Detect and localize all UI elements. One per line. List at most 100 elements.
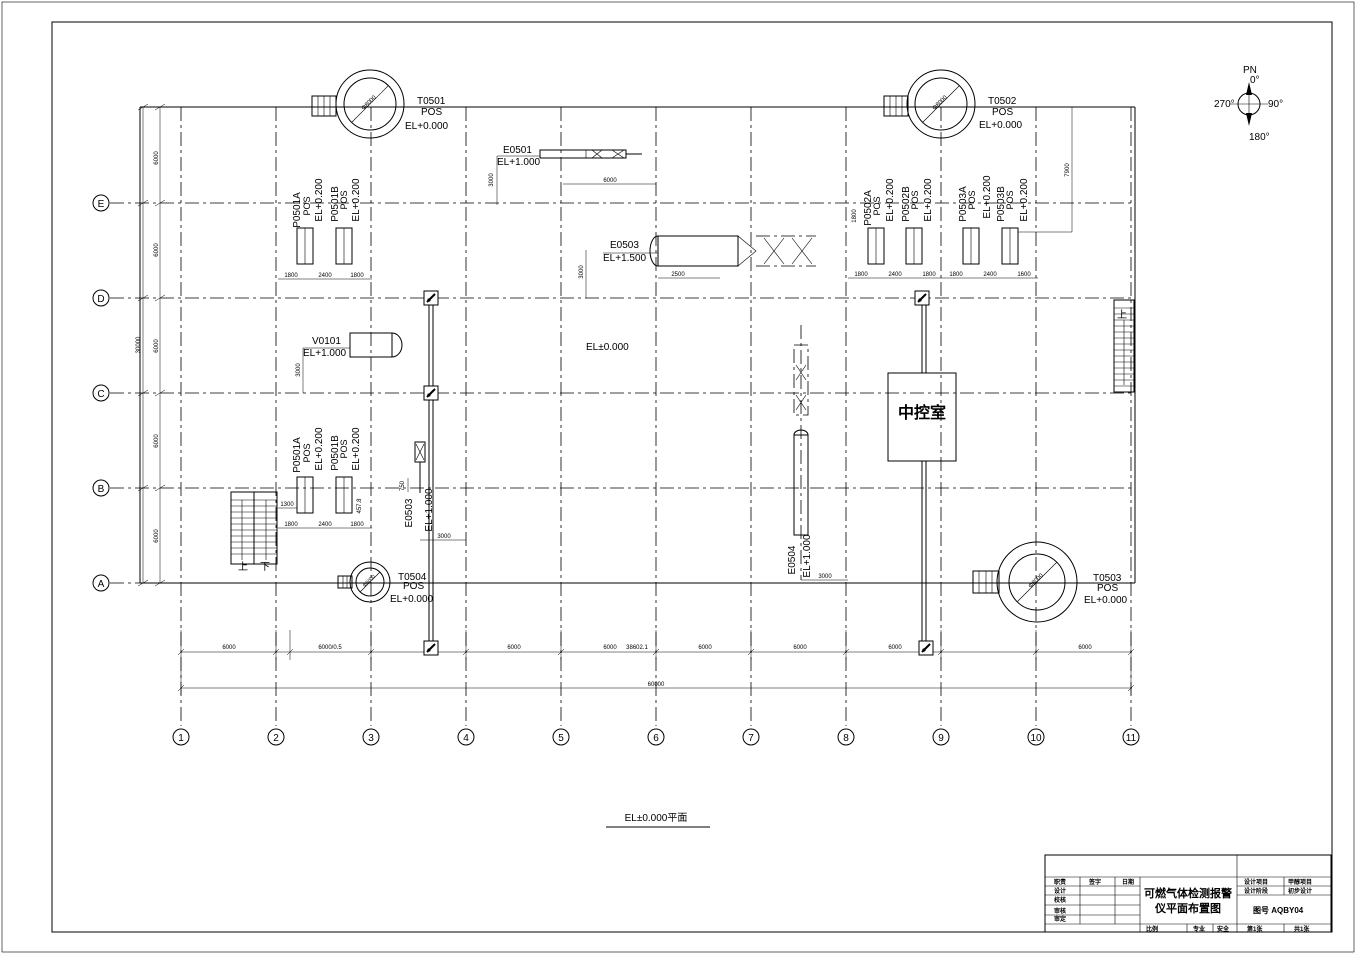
gas-detector-icon[interactable]	[914, 290, 930, 306]
p0502b-el: EL+0.200	[923, 178, 934, 222]
compass-north: 0°	[1250, 75, 1260, 86]
t0501-pos: POS	[421, 107, 442, 118]
svg-text:2400: 2400	[318, 273, 332, 279]
p0501b-bot-el: EL+0.200	[351, 427, 362, 471]
p0501b-top-tag: P0501B	[330, 186, 341, 222]
dim-bottom-span-9: 6000	[1078, 645, 1092, 651]
tank-t0501[interactable]: Φ8000 T0501 POS EL+0.000	[311, 69, 449, 139]
row-axis-label: D	[97, 294, 104, 305]
compass-east: 90°	[1268, 99, 1283, 110]
tank-t0502[interactable]: Φ8000 T0502 POS EL+0.000	[883, 69, 1023, 139]
tb-scale-label: 比例	[1146, 925, 1158, 933]
t0503-tag: T0503	[1093, 573, 1122, 584]
left-dimension-chain: 6000 6000 6000 6000 6000 30000	[136, 103, 166, 587]
tb-title-line2: 仪平面布置图	[1154, 901, 1221, 915]
column-axis-label: 6	[653, 733, 659, 744]
tb-date-header: 日期	[1122, 878, 1134, 886]
column-axis-11: 11	[1122, 728, 1140, 746]
svg-text:6000: 6000	[603, 178, 617, 184]
t0503-el: EL+0.000	[1084, 595, 1128, 606]
row-axis-B: B	[92, 479, 110, 497]
tb-total: 共1张	[1294, 925, 1310, 933]
dim-row-5: 6000	[154, 529, 160, 543]
svg-text:3000: 3000	[296, 363, 302, 377]
svg-text:3000: 3000	[489, 173, 495, 187]
t0503-pos: POS	[1097, 583, 1118, 594]
svg-text:Φ8000: Φ8000	[1028, 572, 1046, 590]
svg-text:Φ8000: Φ8000	[932, 94, 950, 112]
vessel-v0101[interactable]: V0101 EL+1.000 3000	[296, 332, 403, 393]
floor-elevation: EL±0.000	[586, 342, 629, 353]
column-axis-label: 3	[368, 733, 374, 744]
column-axis-9: 9	[932, 728, 950, 746]
p0501a-top-el: EL+0.200	[314, 178, 325, 222]
exchanger-e0501[interactable]: E0501 EL+1.000 3000 6000	[489, 145, 656, 205]
column-grid-lines	[180, 107, 1132, 726]
tank-t0504[interactable]: Φ5000 T0504 POS EL+0.000	[337, 561, 434, 605]
svg-text:1800: 1800	[949, 272, 963, 278]
column-axis-2: 2	[267, 728, 285, 746]
column-axis-label: 10	[1030, 733, 1042, 744]
control-room[interactable]: 中控室	[887, 300, 957, 648]
p0501a-top-tag: P0501A	[292, 192, 303, 228]
pumps-p0503[interactable]: P0503A POS EL+0.200 P0503B POS EL+0.200 …	[943, 107, 1073, 279]
plan-title-text: EL±0.000平面	[625, 813, 688, 824]
p0501b-top-pos: POS	[339, 190, 349, 209]
row-axis-labels: E D C B A	[92, 194, 110, 592]
drawing-frame	[51, 21, 1333, 933]
tb-design-item-label: 设计项目	[1244, 878, 1268, 886]
p0502a-pos: POS	[872, 196, 882, 215]
svg-text:2500: 2500	[671, 272, 685, 278]
tb-sign-header: 签字	[1088, 878, 1101, 886]
row-axis-E: E	[92, 194, 110, 212]
row-axis-label: E	[98, 199, 105, 210]
column-axis-label: 9	[938, 733, 944, 744]
exchanger-e0503-horizontal[interactable]: E0503 EL+1.500 3000 2500	[579, 235, 816, 298]
dim-row-2: 6000	[154, 243, 160, 257]
dim-overall-height: 30000	[136, 336, 142, 353]
tb-design-item-value: 甲醇项目	[1288, 878, 1312, 886]
plan-title: EL±0.000平面	[606, 813, 710, 828]
tb-title-line1: 可燃气体检测报警	[1144, 886, 1232, 900]
p0503a-pos: POS	[967, 190, 977, 209]
gas-detectors[interactable]	[423, 290, 934, 656]
pumps-p0501-bottom[interactable]: P0501A POS EL+0.200 P0501B POS EL+0.200 …	[278, 427, 372, 529]
column-axis-5: 5	[552, 728, 570, 746]
dim-row-4: 6000	[154, 434, 160, 448]
e0501-el: EL+1.000	[497, 157, 541, 168]
p0502a-el: EL+0.200	[885, 178, 896, 222]
svg-text:750: 750	[400, 480, 406, 491]
e0503-el: EL+1.500	[603, 253, 647, 264]
row-axis-label: C	[97, 389, 104, 400]
column-axis-label: 2	[273, 733, 279, 744]
exchanger-e0504[interactable]: E0504 EL+1.000 3000	[787, 325, 848, 581]
svg-text:457.8: 457.8	[357, 498, 363, 514]
svg-text:Φ5000: Φ5000	[362, 574, 377, 589]
stair-left[interactable]: 上 下	[230, 491, 278, 573]
tank-t0503[interactable]: Φ8000 T0503 POS EL+0.000	[972, 541, 1128, 623]
tb-design-stage-label: 设计阶段	[1244, 887, 1268, 895]
title-block: 职责 签字 日期 设计 校核 审核 审定 可燃气体检测报警 仪平面布置图 设计项…	[1044, 854, 1332, 933]
gas-detector-icon[interactable]	[423, 385, 439, 401]
gas-detector-icon[interactable]	[423, 290, 439, 306]
t0502-el: EL+0.000	[979, 120, 1023, 131]
bottom-dimension-chain: 6000 6000/0.5 6000 6000 38602.1 6000 600…	[177, 630, 1135, 695]
gas-detector-icon[interactable]	[918, 640, 934, 656]
stair-right[interactable]: 上	[1113, 299, 1135, 393]
svg-text:2400: 2400	[888, 272, 902, 278]
gas-detector-icon[interactable]	[423, 640, 439, 656]
e0503-v-tag: E0503	[404, 498, 415, 527]
tb-role-1: 设计	[1054, 887, 1066, 895]
pumps-p0501-top[interactable]: P0501A POS EL+0.200 P0501B POS EL+0.200 …	[278, 178, 372, 280]
pumps-p0502[interactable]: P0502A POS EL+0.200 P0502B POS EL+0.200 …	[848, 178, 943, 279]
t0502-tag: T0502	[988, 96, 1017, 107]
row-axis-A: A	[92, 574, 110, 592]
t0504-tag: T0504	[398, 572, 427, 583]
detector-bus	[428, 298, 434, 648]
row-axis-C: C	[92, 384, 110, 402]
tb-role-3: 审核	[1054, 907, 1066, 915]
row-axis-label: B	[98, 484, 105, 495]
p0503a-el: EL+0.200	[982, 175, 993, 219]
svg-text:1800: 1800	[284, 273, 298, 279]
